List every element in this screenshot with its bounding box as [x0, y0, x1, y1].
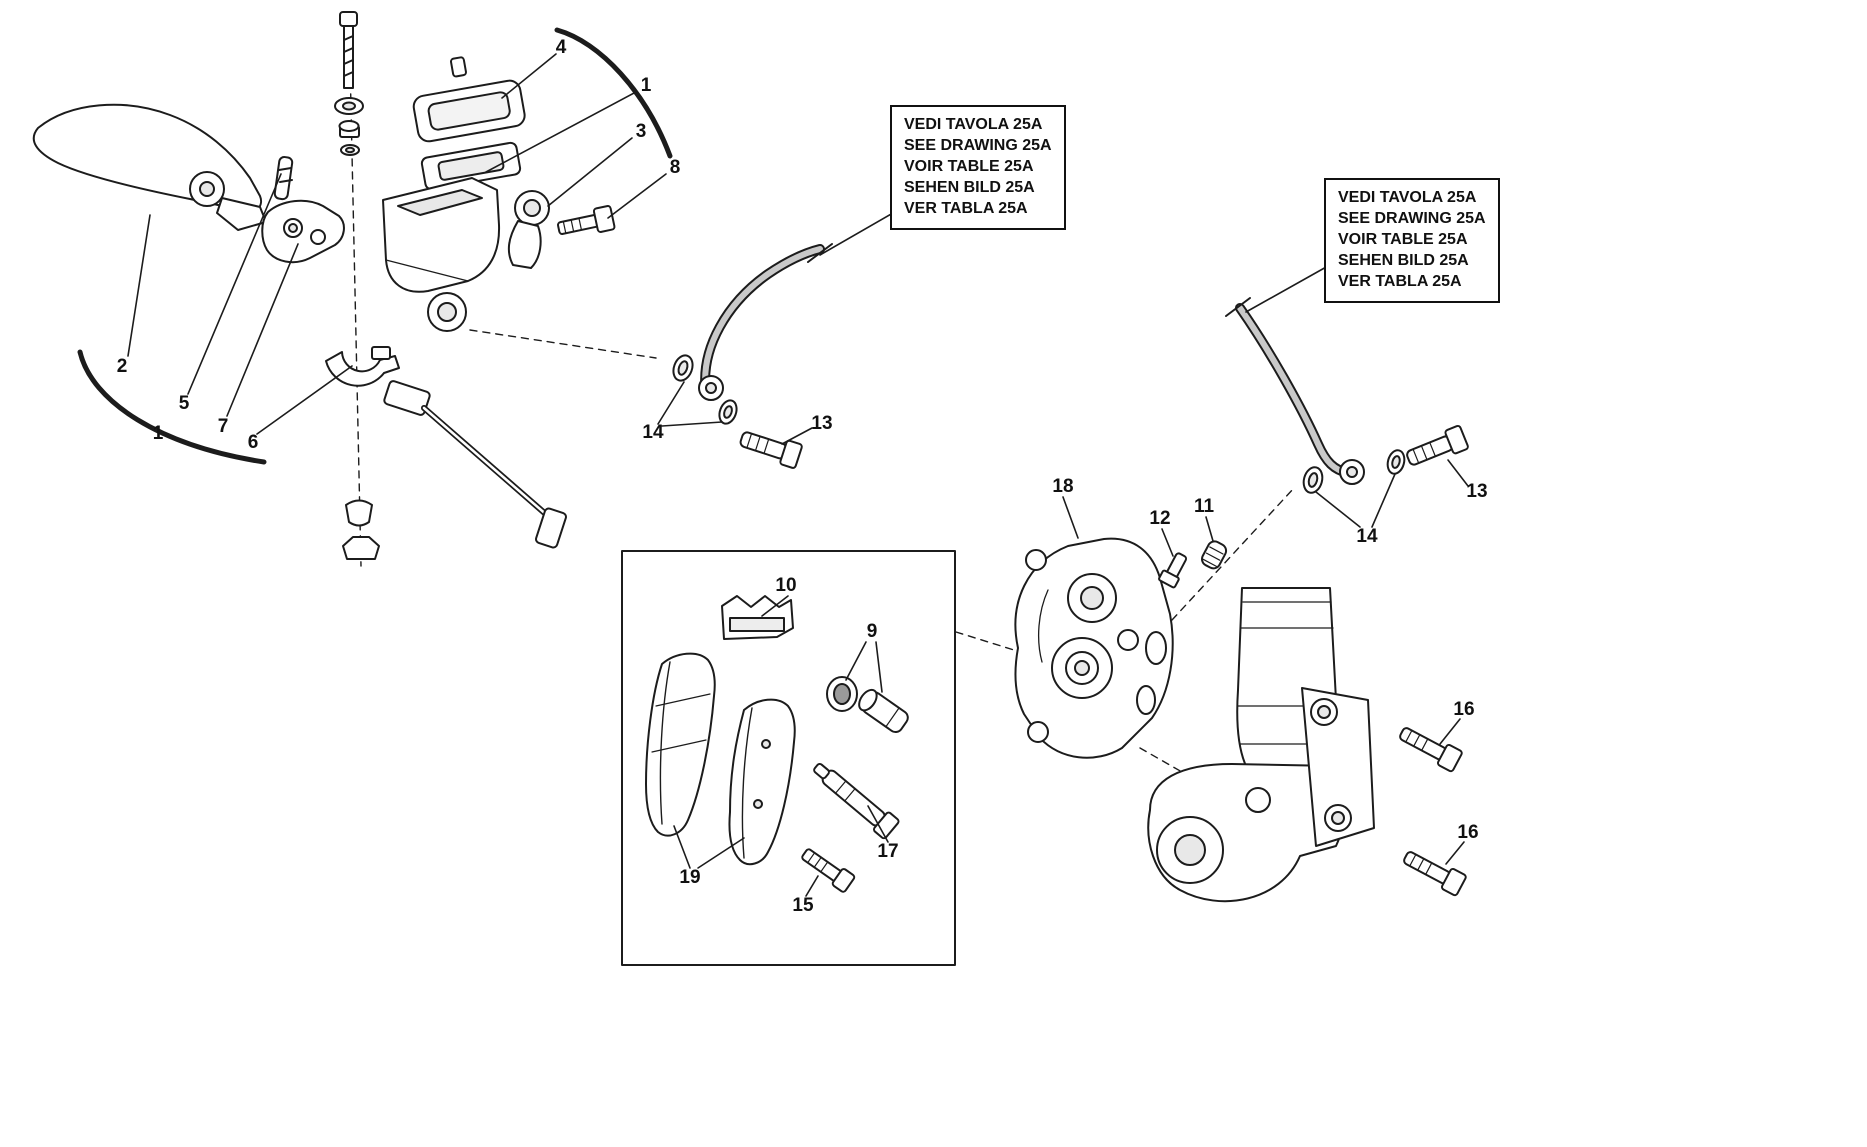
master-cylinder-body-drawing [382, 177, 501, 332]
callout-6: 6 [247, 432, 259, 453]
brake-caliper-drawing [1014, 537, 1174, 759]
leader-lines [127, 53, 1469, 897]
fork-leg-drawing [1147, 587, 1375, 903]
callout-19: 19 [679, 867, 701, 888]
front-brake-hose-right-drawing [1225, 297, 1365, 485]
callout-4: 4 [555, 37, 567, 58]
parts-box-frame [621, 550, 956, 966]
callout-15: 15 [792, 895, 814, 916]
callout-16b: 16 [1457, 822, 1479, 843]
callout-9: 9 [866, 621, 878, 642]
bleed-valve-drawing [1158, 552, 1188, 589]
note-line: SEE DRAWING 25A [904, 137, 1052, 155]
callout-1a: 1 [640, 75, 652, 96]
callout-11: 11 [1193, 496, 1215, 517]
note-line: SEHEN BILD 25A [1338, 252, 1469, 270]
callout-10: 10 [775, 575, 797, 596]
note-box-left: VEDI TAVOLA 25A SEE DRAWING 25A VOIR TAB… [890, 105, 1066, 230]
front-brake-hose-left-drawing [698, 243, 833, 401]
pad-pin-drawing [813, 762, 900, 840]
lever-bracket-drawing [261, 199, 345, 264]
banjo-bolt-8-drawing [557, 205, 616, 235]
callout-17: 17 [877, 841, 899, 862]
callout-2: 2 [116, 356, 128, 377]
reservoir-diaphragm-drawing [420, 141, 522, 191]
note-line: VER TABLA 25A [904, 200, 1028, 218]
callout-18: 18 [1052, 476, 1074, 497]
callout-12: 12 [1149, 508, 1171, 529]
reservoir-screw-hardware-drawing [334, 11, 364, 156]
callout-14-right: 14 [1356, 526, 1378, 547]
callout-16a: 16 [1453, 699, 1475, 720]
brake-pads-drawing [645, 652, 796, 866]
callout-3: 3 [635, 121, 647, 142]
brake-switch-wire-drawing [383, 380, 567, 549]
note-line: VOIR TABLE 25A [904, 158, 1034, 176]
lever-pivot-pin-drawing [273, 156, 294, 201]
callout-7: 7 [217, 416, 229, 437]
banjo-washers-right-drawing [1302, 424, 1469, 494]
brake-lever-drawing [32, 103, 267, 231]
plug-screw-drawing [1201, 540, 1228, 570]
caliper-seals-drawing [826, 676, 909, 734]
note-line: VEDI TAVOLA 25A [1338, 189, 1477, 206]
handlebar-clamp-drawing [325, 346, 400, 387]
note-box-right: VEDI TAVOLA 25A SEE DRAWING 25A VOIR TAB… [1324, 178, 1500, 303]
banjo-washers-left-drawing [672, 354, 803, 469]
pad-spring-drawing [721, 595, 794, 640]
axle-bolt-16b-drawing [1403, 851, 1467, 897]
callout-13-right: 13 [1466, 481, 1488, 502]
callout-13-left: 13 [811, 413, 833, 434]
note-line: VER TABLA 25A [1338, 273, 1462, 291]
axle-bolt-16a-drawing [1399, 727, 1463, 773]
hose-fitting-drawing [507, 190, 550, 269]
note-line: VOIR TABLE 25A [1338, 231, 1468, 249]
screw-15-drawing [801, 848, 856, 893]
boot-and-nut-drawing [342, 499, 380, 560]
note-line: SEHEN BILD 25A [904, 179, 1035, 197]
note-line: SEE DRAWING 25A [1338, 210, 1486, 228]
callout-1b: 1 [152, 423, 164, 444]
callout-5: 5 [178, 393, 190, 414]
group-brackets [77, 27, 673, 465]
callout-14-left: 14 [642, 422, 664, 443]
note-line: VEDI TAVOLA 25A [904, 116, 1043, 133]
reservoir-cap-drawing [412, 56, 526, 143]
callout-8: 8 [669, 157, 681, 178]
